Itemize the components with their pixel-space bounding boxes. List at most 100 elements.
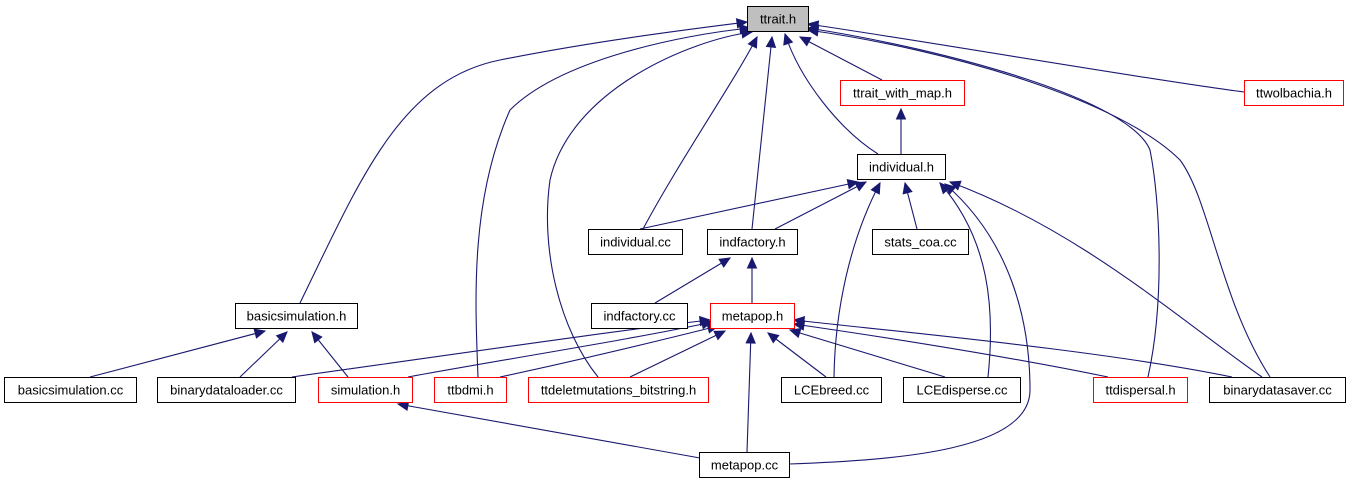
edge-line bbox=[639, 181, 859, 230]
edge-individual_h-to-ttrait_with_map_h bbox=[895, 107, 907, 154]
node-label: ttdispersal.h bbox=[1105, 383, 1175, 398]
node-label: binarydatasaver.cc bbox=[1223, 383, 1332, 398]
node-box[interactable] bbox=[707, 229, 798, 255]
node-label: ttdeletmutations_bitstring.h bbox=[541, 383, 696, 398]
edge-metapop_cc-to-metapop_h bbox=[745, 331, 756, 453]
node-ttrait-h[interactable]: ttrait.h bbox=[747, 6, 809, 32]
edge-binarydatasaver_cc-to-individual_h bbox=[948, 180, 1263, 378]
edge-line bbox=[789, 329, 946, 378]
node-lcebreed-cc[interactable]: LCEbreed.cc bbox=[781, 377, 882, 403]
edge-individual_cc-to-individual_h bbox=[639, 179, 860, 230]
node-ttdispersal-h[interactable]: ttdispersal.h bbox=[1093, 377, 1188, 403]
node-box[interactable] bbox=[903, 377, 1021, 403]
edge-line bbox=[299, 21, 748, 304]
edge-line bbox=[499, 325, 719, 378]
edge-binarydatasaver_cc-to-metapop_h bbox=[792, 315, 1233, 378]
edge-arrowhead bbox=[765, 35, 777, 48]
edge-arrowhead bbox=[806, 26, 820, 37]
node-indfactory-cc[interactable]: indfactory.cc bbox=[591, 303, 688, 329]
edge-line bbox=[475, 27, 751, 378]
edge-metapop_h-to-indfactory_h bbox=[746, 256, 758, 303]
edge-arrowhead bbox=[948, 180, 962, 191]
node-box[interactable] bbox=[157, 377, 296, 403]
node-box[interactable] bbox=[781, 377, 882, 403]
edge-line bbox=[793, 319, 1233, 378]
edge-arrowhead bbox=[275, 331, 288, 344]
node-ttdeletmutations-bitstring-h[interactable]: ttdeletmutations_bitstring.h bbox=[528, 377, 709, 403]
node-label: metapop.h bbox=[722, 309, 783, 324]
edge-line bbox=[751, 36, 773, 230]
node-ttbdmi-h[interactable]: ttbdmi.h bbox=[434, 377, 507, 403]
node-label: indfactory.cc bbox=[603, 309, 676, 324]
node-metapop-cc[interactable]: metapop.cc bbox=[699, 452, 790, 478]
edge-arrowhead bbox=[713, 330, 727, 341]
edge-arrowhead bbox=[854, 181, 868, 192]
node-box[interactable] bbox=[1209, 377, 1346, 403]
node-simulation-h[interactable]: simulation.h bbox=[318, 377, 413, 403]
edge-arrowhead bbox=[870, 181, 881, 195]
node-basicsimulation-h[interactable]: basicsimulation.h bbox=[235, 303, 358, 329]
node-box[interactable] bbox=[318, 377, 413, 403]
node-indfactory-h[interactable]: indfactory.h bbox=[707, 229, 798, 255]
node-box[interactable] bbox=[528, 377, 709, 403]
node-box[interactable] bbox=[235, 303, 358, 329]
node-label: binarydataloader.cc bbox=[170, 383, 283, 398]
edge-arrowhead bbox=[747, 35, 758, 49]
edge-line bbox=[799, 36, 883, 81]
edge-ttrait_with_map_h-to-ttrait_h bbox=[798, 36, 883, 81]
node-box[interactable] bbox=[840, 80, 965, 106]
edge-line bbox=[239, 331, 288, 378]
node-ttwolbachia-h[interactable]: ttwolbachia.h bbox=[1244, 80, 1344, 106]
node-individual-h[interactable]: individual.h bbox=[857, 154, 946, 180]
edge-line bbox=[788, 183, 1031, 465]
node-box[interactable] bbox=[747, 6, 809, 32]
edge-arrowhead bbox=[746, 256, 758, 269]
node-individual-cc[interactable]: individual.cc bbox=[588, 229, 683, 255]
node-label: ttbdmi.h bbox=[447, 383, 493, 398]
edge-lcebreed_cc-to-metapop_h bbox=[767, 332, 827, 378]
node-box[interactable] bbox=[591, 303, 688, 329]
node-basicsimulation-cc[interactable]: basicsimulation.cc bbox=[4, 377, 137, 403]
edge-arrowhead bbox=[788, 328, 802, 339]
edge-line bbox=[767, 332, 827, 378]
node-box[interactable] bbox=[588, 229, 683, 255]
edge-line bbox=[939, 182, 992, 378]
node-box[interactable] bbox=[1244, 80, 1344, 106]
node-label: LCEbreed.cc bbox=[794, 383, 870, 398]
node-box[interactable] bbox=[872, 229, 969, 255]
node-label: ttrait.h bbox=[760, 12, 796, 27]
node-stats-coa-cc[interactable]: stats_coa.cc bbox=[872, 229, 969, 255]
node-label: ttwolbachia.h bbox=[1256, 86, 1332, 101]
edge-line bbox=[784, 33, 879, 155]
node-lcedisperse-cc[interactable]: LCEdisperse.cc bbox=[903, 377, 1021, 403]
node-box[interactable] bbox=[710, 303, 795, 329]
edge-arrowhead bbox=[792, 315, 806, 327]
node-binarydataloader-cc[interactable]: binarydataloader.cc bbox=[157, 377, 296, 403]
node-binarydatasaver-cc[interactable]: binarydatasaver.cc bbox=[1209, 377, 1346, 403]
node-box[interactable] bbox=[1093, 377, 1188, 403]
edge-basicsimulation_cc-to-basicsimulation_h bbox=[89, 328, 267, 378]
edge-ttdispersal_h-to-metapop_h bbox=[792, 320, 1109, 378]
edge-arrowhead bbox=[783, 32, 794, 46]
edge-metapop_cc-to-individual_h bbox=[788, 183, 1031, 465]
edge-arrowhead bbox=[798, 36, 812, 47]
edge-line bbox=[407, 321, 713, 378]
edge-ttdeletmutations_bitstring_h-to-ttrait_h bbox=[546, 28, 754, 378]
edge-line bbox=[397, 403, 701, 459]
node-metapop-h[interactable]: metapop.h bbox=[710, 303, 795, 329]
node-ttrait-with-map-h[interactable]: ttrait_with_map.h bbox=[840, 80, 965, 106]
node-box[interactable] bbox=[699, 452, 790, 478]
edge-line bbox=[833, 182, 881, 378]
edge-arrowhead bbox=[895, 107, 907, 120]
edge-binarydataloader_cc-to-basicsimulation_h bbox=[239, 331, 288, 378]
edge-line bbox=[654, 257, 731, 304]
node-box[interactable] bbox=[857, 154, 946, 180]
node-box[interactable] bbox=[4, 377, 137, 403]
edge-arrowhead bbox=[939, 182, 951, 195]
node-box[interactable] bbox=[434, 377, 507, 403]
edge-metapop_cc-to-simulation_h bbox=[396, 400, 701, 459]
edge-arrowhead bbox=[735, 18, 749, 29]
edge-arrowhead bbox=[846, 179, 860, 190]
edge-binarydatasaver_cc-to-ttrait_h bbox=[806, 26, 1271, 378]
